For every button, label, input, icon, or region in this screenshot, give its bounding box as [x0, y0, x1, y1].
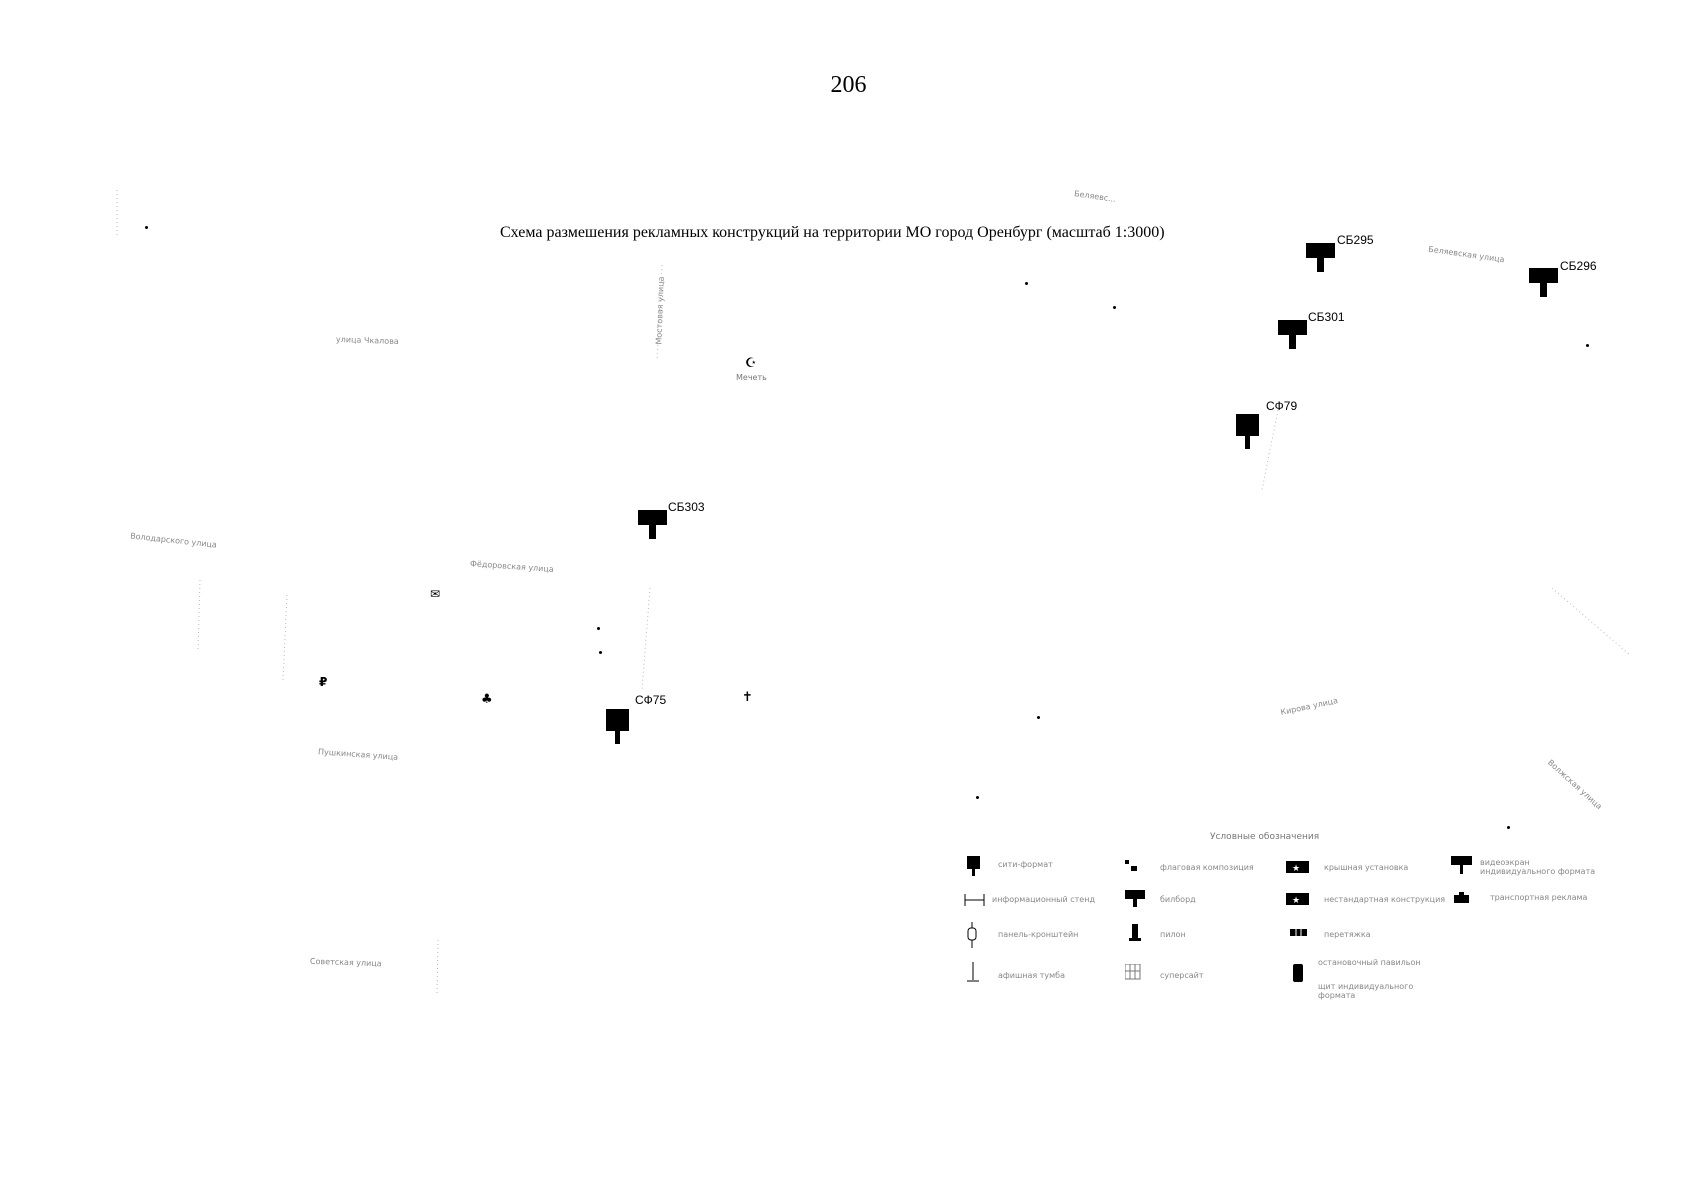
stop-pavilion-icon: [1293, 964, 1303, 982]
map-dot: [1113, 306, 1116, 309]
legend-label: афишная тумба: [998, 971, 1066, 980]
billboard-icon: [1306, 243, 1335, 272]
marker-label: СБ295: [1337, 233, 1374, 247]
poi-label: Мечеть: [736, 373, 767, 382]
super-site-icon: [1125, 964, 1141, 980]
marker-label: СФ79: [1266, 399, 1298, 413]
legend-item: [966, 856, 982, 878]
map-dot: [976, 796, 979, 799]
pillar-icon: [1129, 924, 1141, 941]
legend-label: остановочный павильон: [1318, 958, 1421, 967]
legend-label: крышная установка: [1324, 863, 1409, 872]
legend-item: [1451, 856, 1473, 876]
legend-label: видеоэкран индивидуального формата: [1480, 858, 1596, 876]
flag-composition-icon: [1125, 860, 1137, 871]
city-format-icon: [1236, 414, 1259, 449]
legend-item: ★: [1286, 890, 1310, 906]
legend-item: ★: [1286, 858, 1310, 874]
marker-sb296[interactable]: [1529, 268, 1559, 298]
marker-label: СБ296: [1560, 259, 1597, 273]
legend-item: [1125, 890, 1147, 908]
map-dot: [1037, 716, 1040, 719]
ad-column-icon: [967, 962, 979, 982]
legend-label: суперсайт: [1160, 971, 1204, 980]
page-number: 206: [830, 72, 867, 98]
legend-label: транспортная реклама: [1490, 893, 1588, 902]
marker-sf79[interactable]: [1236, 414, 1260, 450]
legend-label: пилон: [1160, 930, 1186, 939]
legend-item: [1129, 924, 1141, 942]
billboard-icon: [638, 510, 667, 539]
cafe-icon: ♣: [481, 692, 493, 707]
marker-label: СФ75: [635, 693, 667, 707]
cross-icon: ✝: [742, 690, 753, 705]
nonstandard-icon: ★: [1286, 893, 1309, 906]
crescent-icon: ☪: [745, 356, 757, 371]
legend-label: перетяжка: [1324, 930, 1371, 939]
legend-item: [964, 894, 986, 906]
marker-sb301[interactable]: [1278, 320, 1308, 350]
billboard-icon: [1529, 268, 1558, 297]
city-format-icon: [967, 856, 980, 876]
map-dot: [1586, 344, 1589, 347]
map-title: Схема размешения рекламных конструкций н…: [500, 224, 1165, 241]
legend-label: флаговая композиция: [1160, 863, 1254, 872]
marker-sf75[interactable]: [606, 709, 630, 745]
legend-item: [1453, 892, 1471, 904]
legend-label: билборд: [1160, 895, 1196, 904]
legend-label: панель-кронштейн: [998, 930, 1079, 939]
bracket-panel-icon: [967, 922, 977, 948]
money-bag-icon: ₽: [319, 675, 328, 689]
banner-stretch-icon: [1290, 929, 1307, 936]
map-dot: [597, 627, 600, 630]
map-dot: [145, 226, 148, 229]
city-format-icon: [606, 709, 629, 744]
map-dot: [1025, 282, 1028, 285]
legend-label: сити-формат: [998, 860, 1053, 869]
marker-label: СБ303: [668, 500, 705, 514]
map-dot: [1507, 826, 1510, 829]
svg-text:★: ★: [1292, 864, 1300, 874]
transport-ad-icon: [1454, 892, 1469, 903]
legend-item: [1125, 964, 1141, 980]
svg-text:★: ★: [1292, 896, 1300, 906]
info-stand-icon: [964, 894, 985, 906]
roof-installation-icon: ★: [1286, 861, 1309, 874]
legend-item: [1290, 928, 1308, 938]
marker-sb295[interactable]: [1306, 243, 1336, 273]
legend-label: информационный стенд: [992, 895, 1095, 904]
legend: Условные обозначения сити-формат флагова…: [950, 830, 1620, 1010]
legend-label: нестандартная конструкция: [1324, 895, 1446, 904]
legend-item: [966, 962, 980, 984]
legend-item: [966, 922, 978, 948]
mail-icon: ✉: [430, 587, 441, 601]
billboard-icon: [1125, 890, 1145, 907]
video-screen-icon: [1451, 856, 1472, 874]
legend-title: Условные обозначения: [1210, 832, 1320, 842]
legend-item: [1292, 964, 1304, 984]
billboard-icon: [1278, 320, 1307, 349]
marker-label: СБ301: [1308, 310, 1345, 324]
legend-label: щит индивидуального формата: [1318, 982, 1414, 1000]
marker-sb303[interactable]: [638, 510, 668, 540]
legend-item: [1125, 860, 1139, 874]
map-dot: [599, 651, 602, 654]
